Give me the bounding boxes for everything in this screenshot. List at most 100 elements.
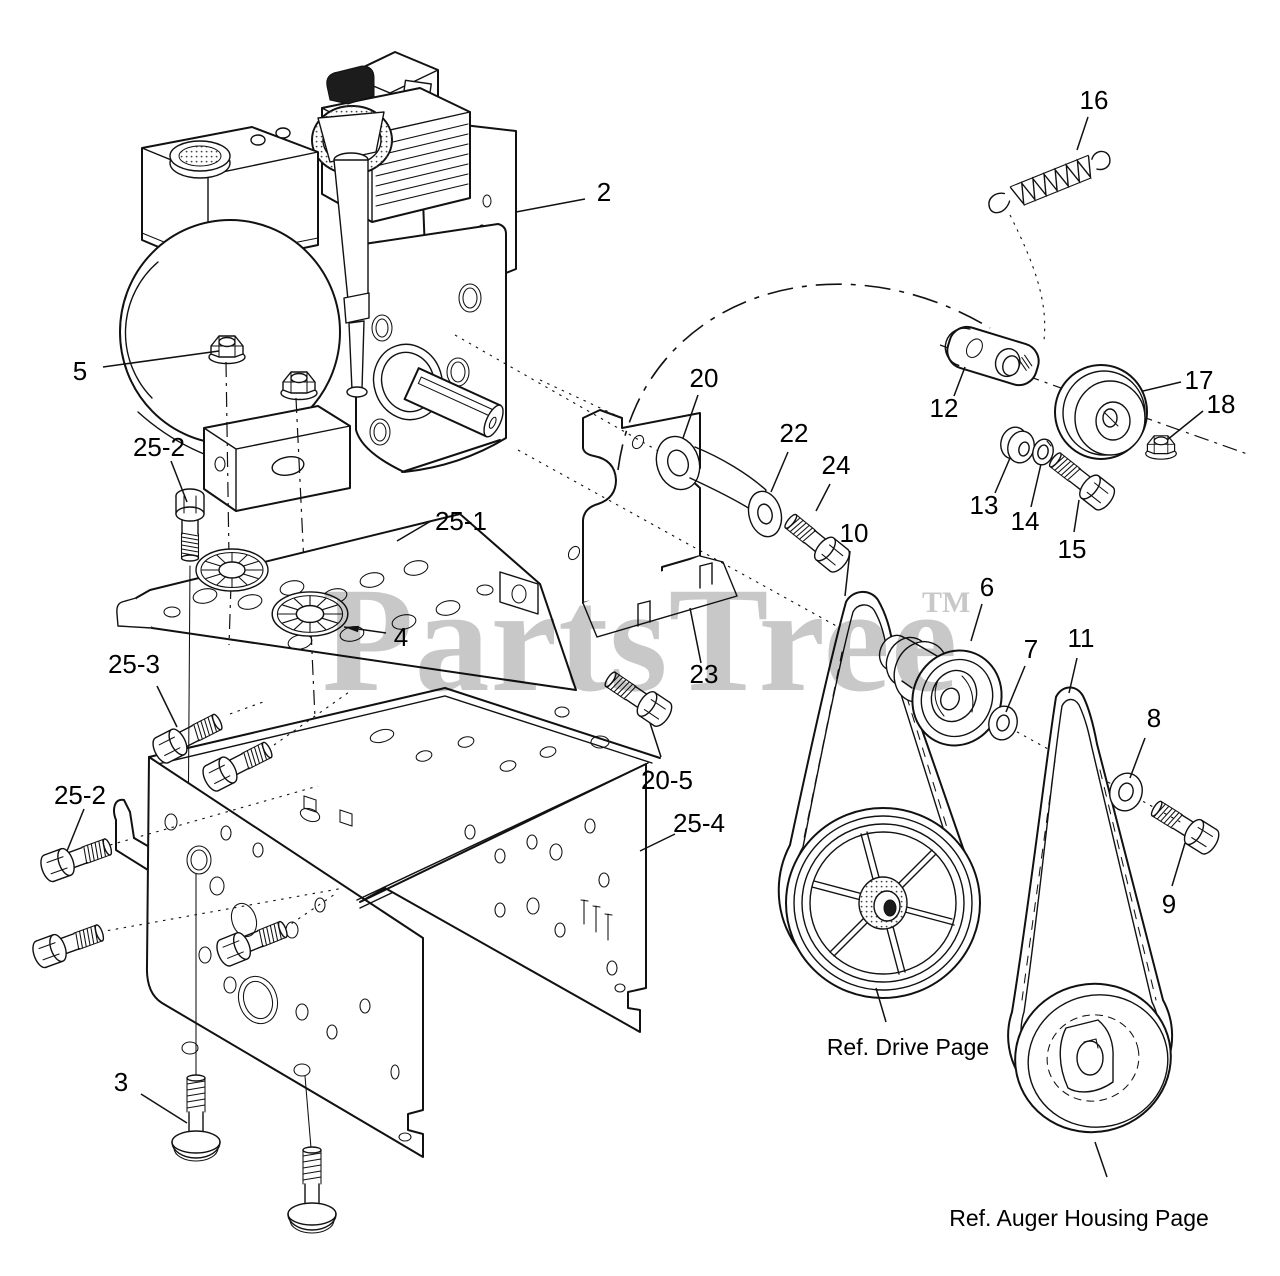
callout-label: 25-3 bbox=[108, 649, 160, 679]
leader-line bbox=[1142, 381, 1182, 392]
callout-label: 8 bbox=[1147, 703, 1161, 733]
spring-path-arc bbox=[617, 283, 991, 471]
leader-line bbox=[1030, 463, 1042, 508]
callout-layer: 2 5 25-2 25-1 4 25-3 25-2 3 20 22 24 10 23 20-5 25-4 67… bbox=[54, 85, 1235, 1231]
callout-label: 25-1 bbox=[435, 506, 487, 536]
pto-face bbox=[355, 223, 507, 473]
callout-25-1[interactable]: 25-1 bbox=[396, 506, 487, 542]
drive-pulley-wheel bbox=[785, 807, 981, 999]
panel-holes bbox=[464, 818, 626, 993]
callout-6[interactable]: 6 bbox=[970, 572, 994, 642]
spring-lower-arc bbox=[1009, 214, 1046, 341]
leader-line bbox=[815, 483, 831, 512]
callout-16[interactable]: 16 bbox=[1076, 85, 1108, 151]
pulley-spokes bbox=[811, 831, 955, 975]
callout-18[interactable]: 18 bbox=[1166, 389, 1235, 441]
leader-line bbox=[66, 808, 85, 852]
leader-line bbox=[770, 451, 789, 493]
callout-20-5[interactable]: 20-5 bbox=[641, 722, 693, 795]
callout-label: 7 bbox=[1024, 634, 1038, 664]
callout-23[interactable]: 23 bbox=[689, 607, 719, 689]
leader-line bbox=[994, 457, 1011, 494]
callout-label: 20 bbox=[690, 363, 719, 393]
mount-block bbox=[203, 405, 351, 512]
callout-25-3[interactable]: 25-3 bbox=[108, 649, 178, 728]
callout-label: 5 bbox=[73, 356, 87, 386]
callout-label: 25-2 bbox=[54, 780, 106, 810]
leader-line bbox=[639, 833, 676, 852]
callout-label: 11 bbox=[1068, 623, 1095, 653]
side-panel-25-4 bbox=[359, 763, 647, 1033]
ref-drive-page: Ref. Drive Page bbox=[827, 987, 989, 1060]
callout-label: 20-5 bbox=[641, 765, 693, 795]
callout-label: 25-2 bbox=[133, 432, 185, 462]
lock-washer-14 bbox=[1032, 438, 1054, 466]
callout-13[interactable]: 13 bbox=[970, 457, 1011, 520]
callout-10[interactable]: 10 bbox=[840, 518, 869, 597]
washer-8 bbox=[1109, 772, 1143, 812]
callout-2[interactable]: 2 bbox=[515, 177, 611, 213]
callout-25-2[interactable]: 25-2 bbox=[54, 780, 106, 852]
idler-pulley-17 bbox=[1054, 364, 1148, 460]
callout-8[interactable]: 8 bbox=[1129, 703, 1161, 779]
watermark-text: PartsTree bbox=[322, 557, 958, 723]
callout-20[interactable]: 20 bbox=[682, 363, 719, 439]
callout-label: 17 bbox=[1185, 365, 1214, 395]
idler-bracket-12 bbox=[944, 325, 1040, 387]
watermark-tm: TM bbox=[922, 586, 970, 619]
callout-25-4[interactable]: 25-4 bbox=[639, 808, 725, 852]
callout-22[interactable]: 22 bbox=[770, 418, 809, 493]
ref-drive-page-label: Ref. Drive Page bbox=[827, 1034, 989, 1060]
leader-line bbox=[682, 394, 699, 439]
lock-washer-4a bbox=[195, 548, 269, 592]
callout-label: 12 bbox=[930, 393, 959, 423]
leader-line bbox=[170, 460, 188, 503]
ref-auger-housing-page: Ref. Auger Housing Page bbox=[949, 1141, 1209, 1231]
callout-7[interactable]: 7 bbox=[1005, 634, 1038, 713]
leader-line bbox=[844, 550, 851, 597]
rod-20 bbox=[655, 435, 767, 515]
washer-7 bbox=[988, 705, 1018, 741]
callout-label: 9 bbox=[1162, 889, 1176, 919]
stud-centerlines-lower bbox=[228, 583, 316, 719]
callout-label: 22 bbox=[780, 418, 809, 448]
callout-label: 23 bbox=[690, 659, 719, 689]
callout-9[interactable]: 9 bbox=[1162, 842, 1186, 919]
callout-12[interactable]: 12 bbox=[930, 366, 966, 423]
leader-line bbox=[1094, 1141, 1108, 1178]
leader-line bbox=[1068, 657, 1078, 694]
leader-line bbox=[649, 722, 662, 758]
leader-line bbox=[970, 603, 983, 642]
callout-17[interactable]: 17 bbox=[1142, 365, 1214, 395]
callout-15[interactable]: 15 bbox=[1058, 499, 1087, 564]
washer-22 bbox=[747, 490, 783, 538]
leader-line bbox=[515, 198, 586, 213]
crankshaft bbox=[403, 367, 504, 438]
watermark: PartsTree TM bbox=[322, 557, 970, 723]
callout-3[interactable]: 3 bbox=[114, 1067, 188, 1124]
callout-label: 3 bbox=[114, 1067, 128, 1097]
callout-label: 13 bbox=[970, 490, 999, 520]
bolt-alignment-dotted bbox=[99, 689, 353, 933]
callout-25-2[interactable]: 25-2 bbox=[133, 432, 188, 503]
leader-line bbox=[1166, 410, 1204, 441]
callout-label: 14 bbox=[1011, 506, 1040, 536]
callout-label: 24 bbox=[822, 450, 851, 480]
callout-label: 2 bbox=[597, 177, 611, 207]
callout-24[interactable]: 24 bbox=[815, 450, 851, 512]
air-cleaner bbox=[311, 65, 393, 175]
leader-line bbox=[396, 520, 432, 542]
leader-line bbox=[1076, 116, 1089, 151]
carb-tube bbox=[333, 152, 370, 398]
callout-14[interactable]: 14 bbox=[1011, 463, 1042, 536]
callout-11[interactable]: 11 bbox=[1068, 623, 1095, 694]
leader-line bbox=[1171, 842, 1186, 887]
callout-label: 15 bbox=[1058, 534, 1087, 564]
callout-4[interactable]: 4 bbox=[343, 622, 408, 652]
leader-line bbox=[102, 350, 220, 368]
auger-pulley bbox=[1014, 982, 1172, 1134]
carriage-bolt-lines bbox=[195, 873, 312, 1149]
leader-line bbox=[1129, 737, 1146, 779]
callout-5[interactable]: 5 bbox=[73, 350, 220, 386]
